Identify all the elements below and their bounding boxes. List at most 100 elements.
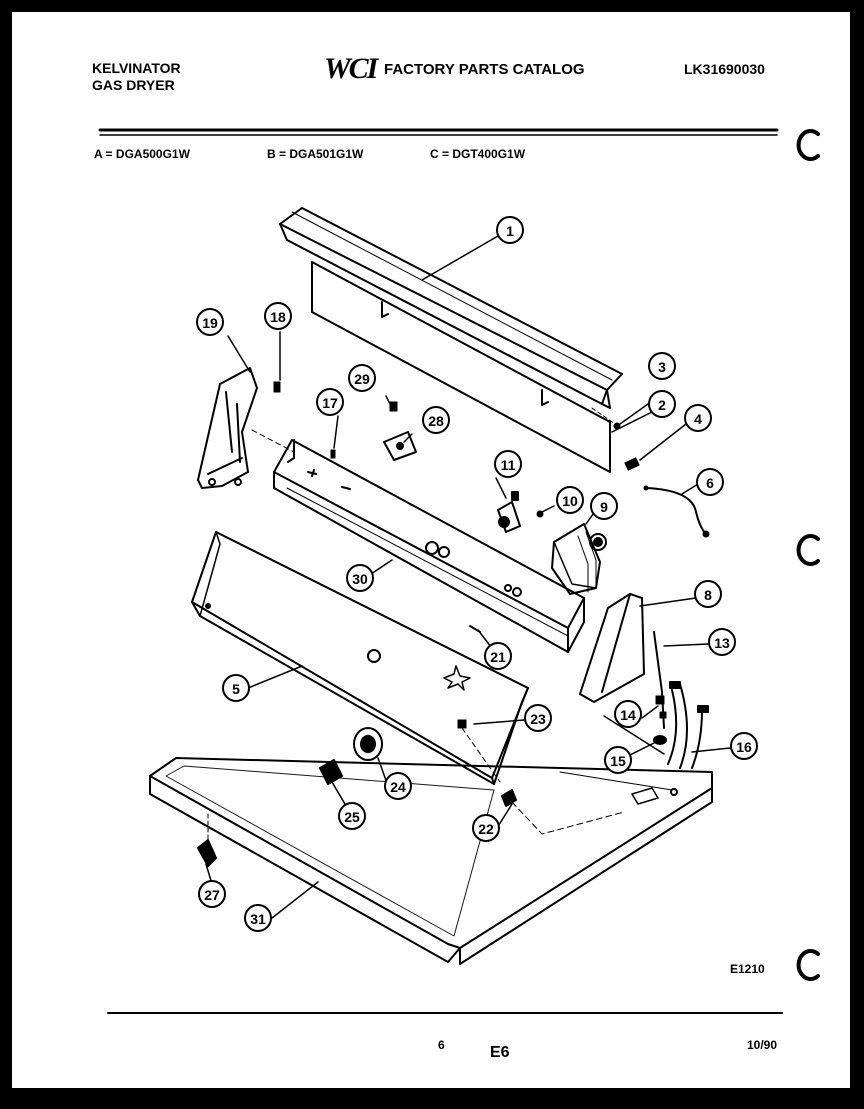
callout-15: 15 bbox=[604, 746, 632, 774]
callout-circle bbox=[484, 642, 512, 670]
callout-19: 19 bbox=[196, 308, 224, 336]
callout-circle bbox=[696, 468, 724, 496]
model-b: B = DGA501G1W bbox=[267, 147, 364, 161]
part-19-end-bracket bbox=[197, 367, 258, 489]
callout-circle bbox=[222, 674, 250, 702]
callout-circle bbox=[384, 772, 412, 800]
callout-29: 29 bbox=[348, 364, 376, 392]
callout-number: 25 bbox=[344, 809, 360, 825]
part-27-clip bbox=[197, 839, 217, 867]
callout-16: 16 bbox=[730, 732, 758, 760]
callout-2: 2 bbox=[648, 390, 676, 418]
model-a: A = DGA500G1W bbox=[94, 147, 190, 161]
callout-number: 18 bbox=[270, 309, 286, 325]
callout-circle bbox=[346, 564, 374, 592]
callout-circle bbox=[524, 704, 552, 732]
callout-23: 23 bbox=[524, 704, 552, 732]
callout-5: 5 bbox=[222, 674, 250, 702]
section-code: E6 bbox=[490, 1044, 510, 1061]
part-9-timer bbox=[551, 523, 607, 595]
callout-number: 27 bbox=[204, 887, 220, 903]
catalog-title: FACTORY PARTS CATALOG bbox=[384, 61, 585, 78]
callout-circle bbox=[604, 746, 632, 774]
callout-circle bbox=[316, 388, 344, 416]
callout-number: 2 bbox=[658, 397, 666, 413]
callout-number: 16 bbox=[736, 739, 752, 755]
revision-date: 10/90 bbox=[747, 1038, 778, 1052]
callout-10: 10 bbox=[556, 486, 584, 514]
callout-31: 31 bbox=[244, 904, 272, 932]
callout-circle bbox=[730, 732, 758, 760]
part-29-screw bbox=[389, 401, 398, 412]
part-31-cabinet-top bbox=[149, 757, 713, 965]
callout-number: 8 bbox=[704, 587, 712, 603]
page-number: 6 bbox=[438, 1038, 445, 1052]
callout-28: 28 bbox=[422, 406, 450, 434]
callout-3: 3 bbox=[648, 352, 676, 380]
callout-number: 4 bbox=[694, 411, 702, 427]
leader-lines bbox=[205, 235, 731, 919]
parts-catalog-page: KELVINATOR GAS DRYER WCI FACTORY PARTS C… bbox=[12, 12, 850, 1088]
catalog-number: LK31690030 bbox=[684, 61, 765, 77]
part-11-selector-switch bbox=[497, 491, 521, 533]
part-5-console-panel bbox=[191, 531, 529, 785]
callout-21: 21 bbox=[484, 642, 512, 670]
callout-22: 22 bbox=[472, 814, 500, 842]
callout-13: 13 bbox=[708, 628, 736, 656]
callout-9: 9 bbox=[590, 492, 618, 520]
binder-hole-middle-icon bbox=[796, 534, 820, 566]
callout-circle bbox=[422, 406, 450, 434]
callout-27: 27 bbox=[198, 880, 226, 908]
callout-circle bbox=[556, 486, 584, 514]
callout-number: 30 bbox=[352, 571, 368, 587]
part-25-clip bbox=[319, 759, 343, 785]
callout-4: 4 bbox=[684, 404, 712, 432]
callout-6: 6 bbox=[696, 468, 724, 496]
callout-circle bbox=[348, 364, 376, 392]
part-16-wire-harness bbox=[667, 681, 709, 769]
part-2-backsplash-plate bbox=[311, 261, 611, 473]
callout-number: 3 bbox=[658, 359, 666, 375]
callout-circle bbox=[694, 580, 722, 608]
callout-24: 24 bbox=[384, 772, 412, 800]
figure-code: E1210 bbox=[730, 962, 765, 976]
product-type: GAS DRYER bbox=[92, 77, 175, 93]
callout-number: 24 bbox=[390, 779, 406, 795]
callout-circle bbox=[196, 308, 224, 336]
callout-number: 28 bbox=[428, 413, 444, 429]
callout-8: 8 bbox=[694, 580, 722, 608]
callout-circle bbox=[648, 390, 676, 418]
part-14-connector bbox=[655, 695, 667, 719]
callout-number: 6 bbox=[706, 475, 714, 491]
callout-25: 25 bbox=[338, 802, 366, 830]
model-c: C = DGT400G1W bbox=[430, 147, 526, 161]
part-6-wire-harness bbox=[645, 487, 707, 535]
callout-number: 9 bbox=[600, 499, 608, 515]
callout-circle bbox=[496, 216, 524, 244]
callout-number: 15 bbox=[610, 753, 626, 769]
part-17-screw bbox=[330, 449, 336, 459]
callout-number: 21 bbox=[490, 649, 506, 665]
callout-11: 11 bbox=[494, 450, 522, 478]
binder-hole-bottom-icon bbox=[796, 949, 820, 981]
part-28-switch bbox=[383, 431, 417, 461]
callout-number: 23 bbox=[530, 711, 546, 727]
part-8-end-cap bbox=[579, 593, 645, 703]
part-24-knob bbox=[353, 727, 383, 761]
callout-number: 29 bbox=[354, 371, 370, 387]
callout-number: 10 bbox=[562, 493, 578, 509]
callout-number: 11 bbox=[501, 457, 516, 473]
callout-circle bbox=[244, 904, 272, 932]
callout-number: 22 bbox=[478, 821, 494, 837]
exploded-parts-diagram: 1234568910111314151617181921222324252728… bbox=[98, 128, 820, 1014]
callout-circle bbox=[648, 352, 676, 380]
part-15-bushing bbox=[653, 735, 667, 745]
callout-circle bbox=[198, 880, 226, 908]
callout-30: 30 bbox=[346, 564, 374, 592]
wci-logo: WCI bbox=[324, 52, 378, 85]
callout-1: 1 bbox=[496, 216, 524, 244]
callout-number: 19 bbox=[202, 315, 218, 331]
part-1-console-top-trim bbox=[279, 207, 623, 409]
part-23-screw bbox=[457, 719, 467, 729]
part-18-screw bbox=[273, 381, 281, 393]
